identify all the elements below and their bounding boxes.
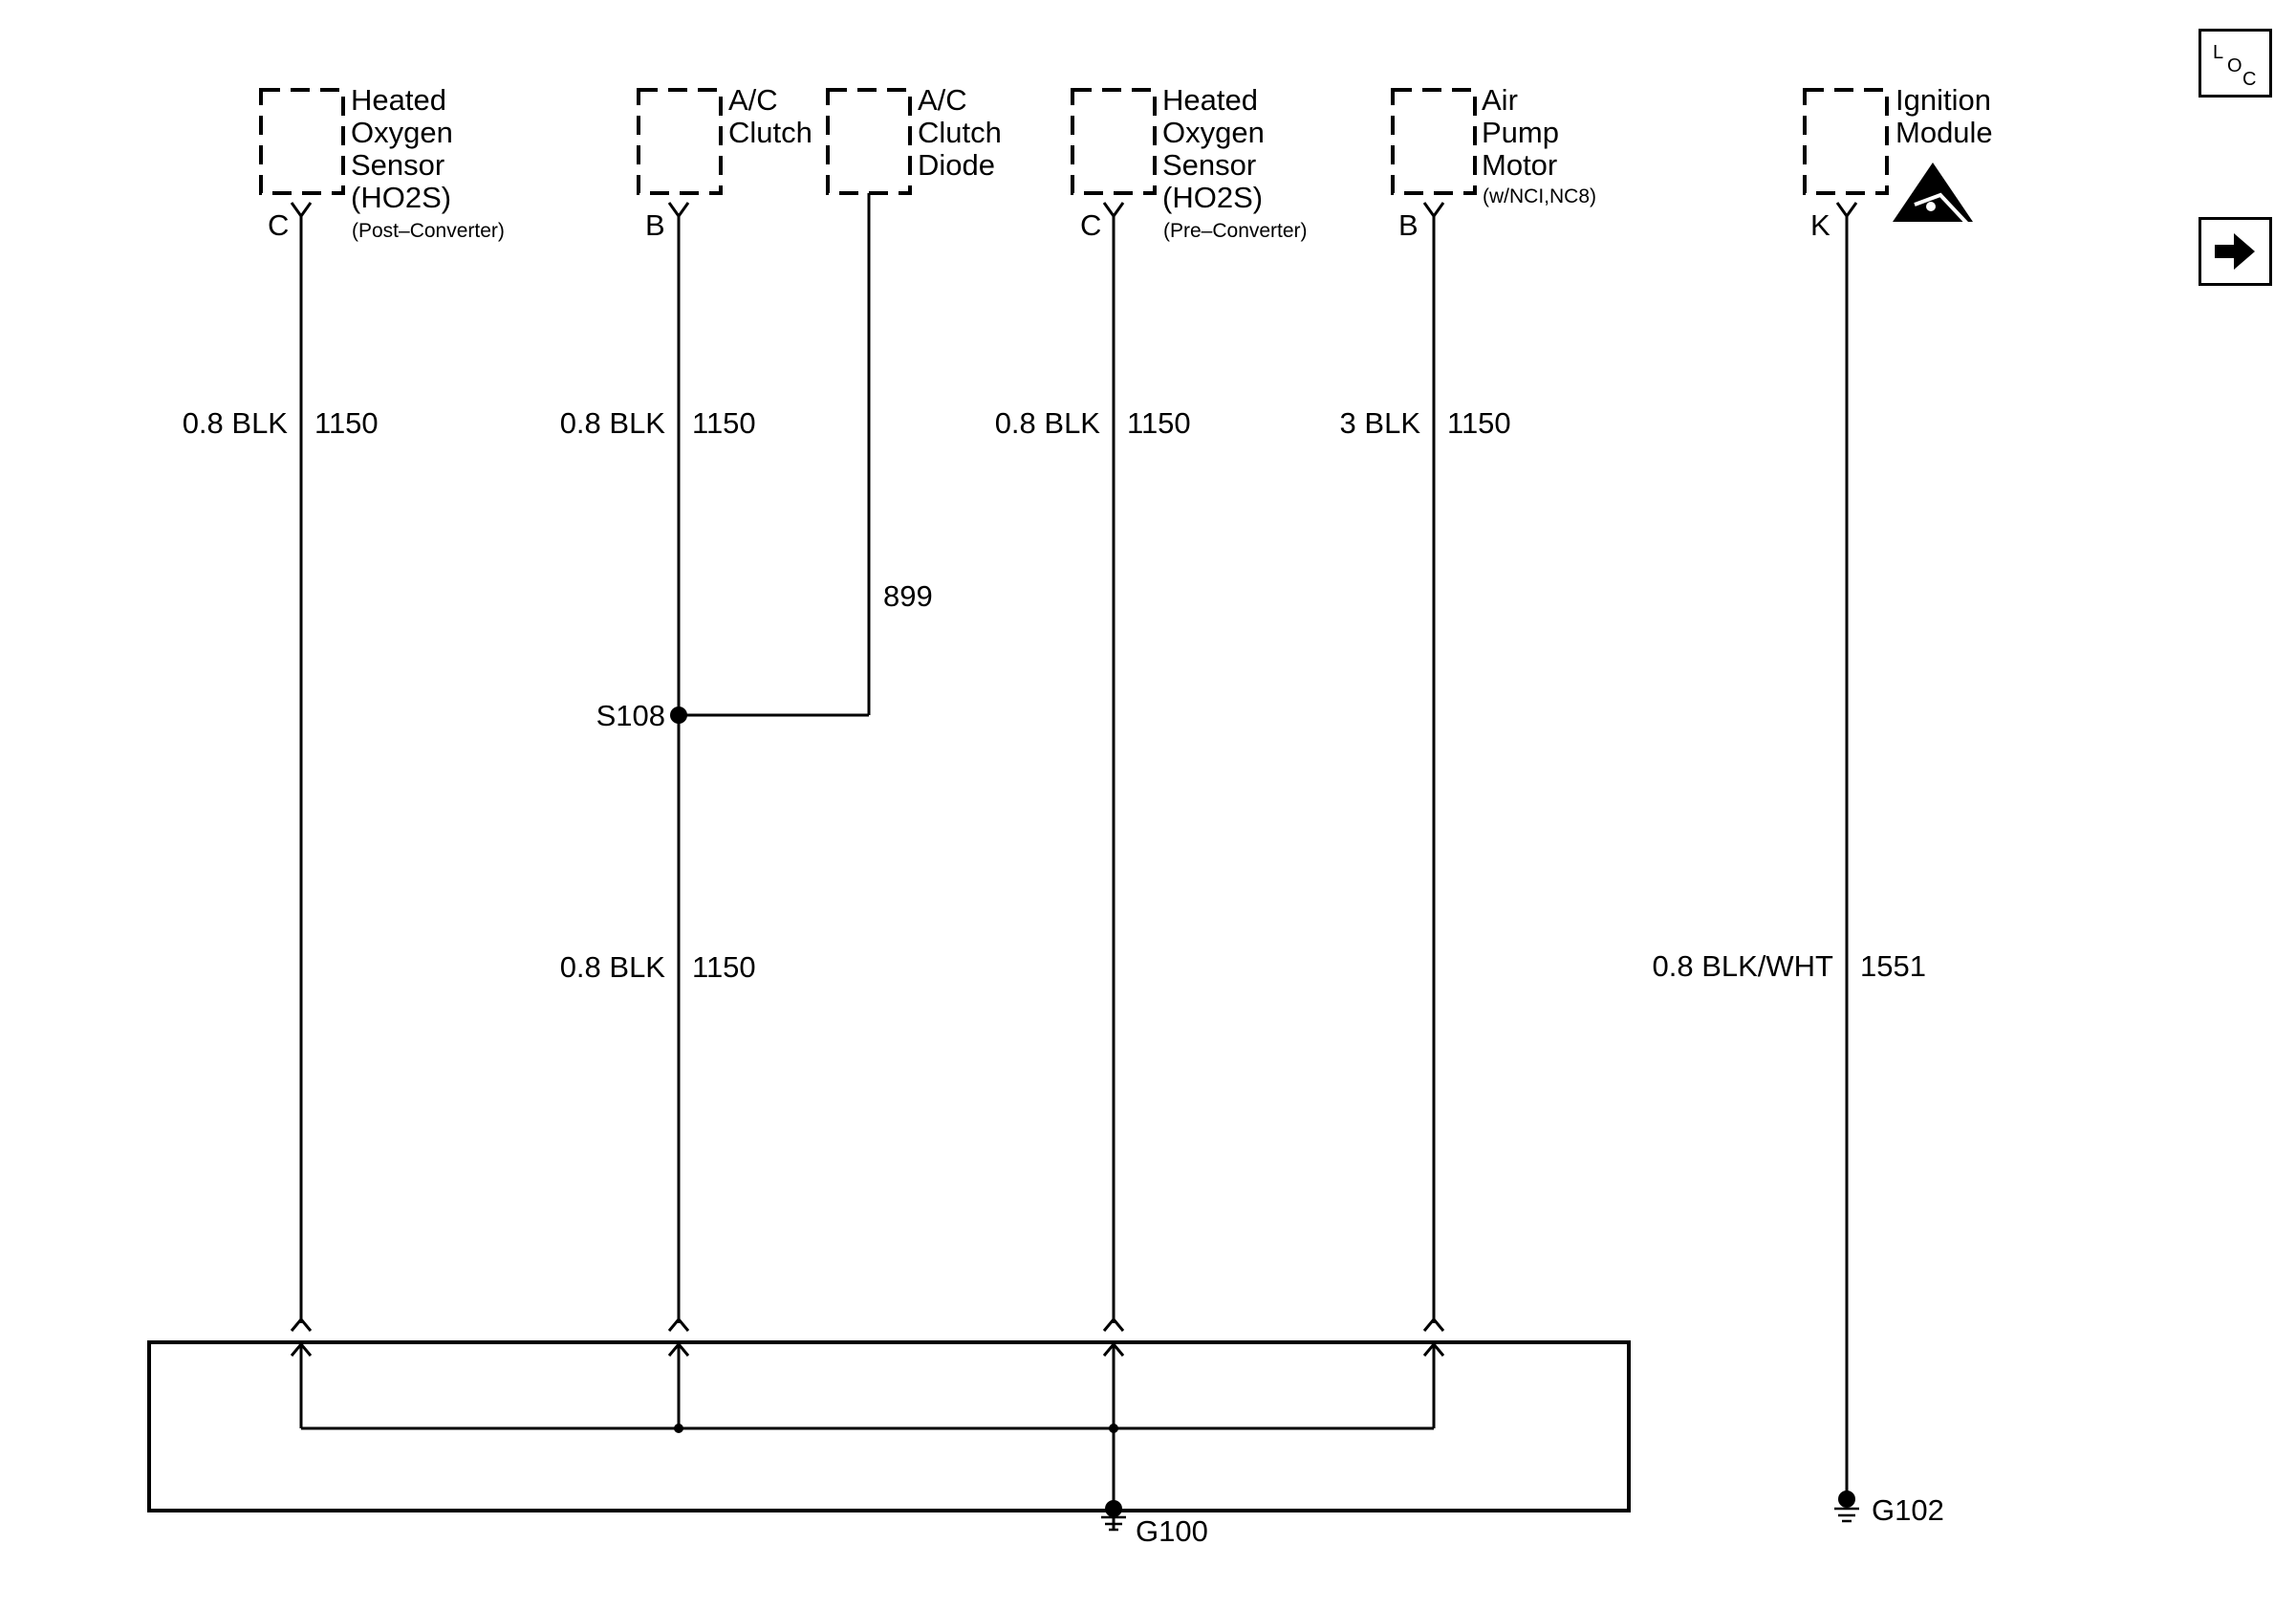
pin-connector-air-pump <box>1422 202 1445 219</box>
svg-text:O: O <box>2227 55 2242 76</box>
ground-label-g100: G100 <box>1136 1514 1208 1548</box>
inline-connector-1 <box>290 1316 313 1332</box>
ac-clutch-label: A/C Clutch <box>728 83 812 149</box>
wire-circuit-ac-clutch-lower: 1150 <box>692 950 756 984</box>
wire-circuit-diode: 899 <box>883 579 933 613</box>
wire-circuit-ac-clutch-upper: 1150 <box>692 406 756 440</box>
ho2s-post-label: Heated Oxygen Sensor (HO2S) (Post–Conver… <box>351 83 505 242</box>
svg-text:(Pre–Converter): (Pre–Converter) <box>1163 220 1308 242</box>
svg-text:Oxygen: Oxygen <box>351 116 453 149</box>
ground-symbol-g102 <box>1834 1507 1859 1523</box>
ac-clutch-box[interactable] <box>637 88 723 195</box>
ignition-module-label: Ignition Module <box>1895 83 1993 149</box>
svg-text:Diode: Diode <box>918 148 995 182</box>
harness-junction-2 <box>1109 1424 1118 1433</box>
location-button[interactable]: L O C <box>2199 29 2272 98</box>
svg-text:(Post–Converter): (Post–Converter) <box>352 220 505 242</box>
svg-text:(w/NCI,NC8): (w/NCI,NC8) <box>1483 185 1596 207</box>
wire-circuit-ignition: 1551 <box>1860 949 1926 983</box>
ho2s-pre-label: Heated Oxygen Sensor (HO2S) (Pre–Convert… <box>1162 83 1308 242</box>
svg-text:Heated: Heated <box>1162 83 1258 117</box>
splice-s108-dot[interactable] <box>670 707 687 724</box>
svg-text:Heated: Heated <box>351 83 446 117</box>
svg-text:(HO2S): (HO2S) <box>1162 181 1263 214</box>
ground-harness-box <box>147 1340 1631 1512</box>
ho2s-pre-box[interactable] <box>1071 88 1157 195</box>
pin-connector-ac-clutch <box>667 202 690 219</box>
svg-text:A/C: A/C <box>918 83 967 117</box>
ac-clutch-diode-box[interactable] <box>826 88 912 195</box>
air-pump-label: Air Pump Motor (w/NCI,NC8) <box>1482 83 1596 207</box>
svg-text:Pump: Pump <box>1482 116 1559 149</box>
wire-circuit-ho2s-pre: 1150 <box>1127 406 1191 440</box>
wire-color-air-pump: 3 BLK <box>1340 406 1421 440</box>
pin-connector-ho2s-post <box>290 202 313 219</box>
harness-junction-1 <box>674 1424 683 1433</box>
pin-connector-ignition <box>1835 202 1858 219</box>
svg-text:Module: Module <box>1895 116 1993 149</box>
wire-color-ho2s-post: 0.8 BLK <box>183 406 289 440</box>
svg-text:C: C <box>2242 69 2256 90</box>
next-page-button[interactable] <box>2199 217 2272 286</box>
pin-label-ho2s-post: C <box>268 208 289 242</box>
svg-text:Ignition: Ignition <box>1895 83 1991 117</box>
pin-label-ac-clutch: B <box>645 208 665 242</box>
right-arrow-icon <box>2215 233 2255 270</box>
svg-text:Motor: Motor <box>1482 148 1557 182</box>
ground-dot-g102 <box>1838 1490 1855 1508</box>
inline-connector-4 <box>1422 1316 1445 1332</box>
pin-label-air-pump: B <box>1398 208 1419 242</box>
ac-clutch-diode-label: A/C Clutch Diode <box>918 83 1002 182</box>
svg-text:Sensor: Sensor <box>351 148 444 182</box>
wire-color-ignition: 0.8 BLK/WHT <box>1653 949 1834 983</box>
splice-label-s108: S108 <box>596 699 665 732</box>
esd-warning-icon <box>1893 163 1973 228</box>
wire-circuit-ho2s-post: 1150 <box>314 406 379 440</box>
loc-icon: L O C <box>2213 42 2256 90</box>
ground-dot-g100 <box>1105 1500 1122 1517</box>
inline-connector-2 <box>667 1316 690 1332</box>
pin-label-ignition: K <box>1810 208 1830 242</box>
svg-text:(HO2S): (HO2S) <box>351 181 451 214</box>
svg-text:Clutch: Clutch <box>918 116 1002 149</box>
ignition-module-box[interactable] <box>1803 88 1889 195</box>
pin-label-ho2s-pre: C <box>1080 208 1101 242</box>
ho2s-post-box[interactable] <box>259 88 345 195</box>
svg-text:L: L <box>2213 42 2223 63</box>
svg-text:Sensor: Sensor <box>1162 148 1256 182</box>
svg-text:Air: Air <box>1482 83 1518 117</box>
svg-text:Oxygen: Oxygen <box>1162 116 1265 149</box>
svg-text:Clutch: Clutch <box>728 116 812 149</box>
pin-connector-ho2s-pre <box>1102 202 1125 219</box>
air-pump-box[interactable] <box>1391 88 1477 195</box>
wire-color-ac-clutch-lower: 0.8 BLK <box>560 950 666 984</box>
wire-color-ac-clutch-upper: 0.8 BLK <box>560 406 666 440</box>
wire-circuit-air-pump: 1150 <box>1447 406 1511 440</box>
ground-label-g102: G102 <box>1872 1493 1944 1527</box>
inline-connector-3 <box>1102 1316 1125 1332</box>
svg-text:A/C: A/C <box>728 83 778 117</box>
wire-color-ho2s-pre: 0.8 BLK <box>995 406 1101 440</box>
